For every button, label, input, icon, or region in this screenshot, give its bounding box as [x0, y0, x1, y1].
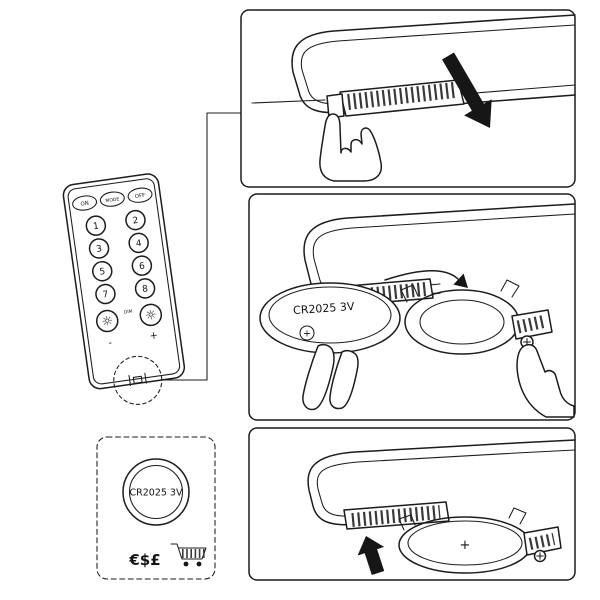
remote-button-5 — [92, 260, 113, 282]
insert-arrowhead — [453, 273, 468, 288]
power-off-button — [127, 187, 153, 203]
remote-corner-inner-outline — [312, 213, 576, 293]
tray-latch — [326, 93, 345, 119]
button-8-label: 8 — [142, 284, 149, 295]
battery-holder — [400, 279, 553, 355]
mode-button — [99, 191, 125, 207]
tray-clip — [508, 507, 527, 525]
button-1-label: 1 — [92, 222, 99, 233]
cart-basket — [170, 543, 207, 560]
remote-button-8 — [134, 278, 156, 299]
battery-tray: + — [398, 507, 562, 574]
finger-icon — [302, 343, 335, 411]
brightness-down-dial — [95, 309, 119, 333]
cart-wheel — [196, 561, 202, 567]
pull-direction-arrow — [442, 52, 492, 128]
battery-door-ticks — [128, 372, 147, 386]
button-5-label: 5 — [99, 267, 106, 278]
mode-label: MODE — [105, 196, 120, 204]
remote-button-7 — [95, 283, 116, 305]
step-2-border — [248, 193, 576, 421]
power-on-label: ON — [80, 201, 89, 208]
dim-plus-label: + — [149, 330, 159, 342]
step-1-panel — [240, 9, 576, 188]
remote-corner-outline — [291, 14, 576, 114]
tray-rim — [407, 520, 523, 566]
button-3-label: 3 — [96, 244, 103, 255]
polarity-ring — [299, 325, 315, 341]
brightness-icon: ☼ — [101, 314, 115, 330]
tab-hatch — [528, 533, 556, 550]
battery-door-latch — [132, 375, 143, 384]
remote-dim-dials: ☼ ☼ DIM - + — [95, 303, 163, 349]
step-3-border — [248, 427, 576, 581]
remote-top-buttons: ON MODE OFF — [72, 187, 153, 211]
button-4-label: 4 — [135, 239, 142, 250]
remote-illustration: ON MODE OFF 1 2 3 4 5 6 7 8 ☼ ☼ — [62, 173, 186, 405]
remote-button-2 — [125, 209, 146, 231]
step-3-panel: + — [248, 427, 576, 581]
cart-wheel — [183, 561, 189, 567]
tab-hatch — [516, 314, 548, 334]
brightness-up-dial — [139, 303, 163, 327]
remote-corner-inner-outline — [316, 449, 576, 517]
step-1-border — [240, 9, 576, 188]
remote-button-6 — [131, 255, 153, 276]
currency-label: €$£ — [128, 551, 160, 569]
pointing-hand-icon — [516, 343, 575, 418]
insert-direction-arrow — [384, 270, 459, 281]
remote-body-inner-outline — [67, 178, 181, 385]
step-2-panel: CR2025 3V + — [248, 193, 576, 421]
remote-button-3 — [88, 238, 110, 259]
brightness-icon: ☼ — [144, 308, 158, 324]
holder-recess — [419, 299, 505, 345]
finger-icon — [329, 349, 359, 410]
battery-model-label: CR2025 3V — [130, 488, 183, 499]
holder-clip — [400, 284, 419, 303]
tray-hatch — [347, 82, 455, 110]
dim-minus-label: - — [108, 338, 113, 349]
dim-label: DIM — [124, 308, 133, 315]
battery-purchase-note: CR2025 3V €$£ — [96, 436, 216, 580]
dashed-circle — [113, 355, 163, 405]
polarity-label: + — [460, 538, 471, 553]
battery-compartment-highlight — [113, 355, 163, 405]
latch-pointer-line — [251, 99, 326, 104]
screw-cross — [536, 552, 544, 560]
remote-button-4 — [128, 232, 149, 254]
polarity-label: + — [303, 329, 311, 340]
holder-clip — [500, 279, 520, 298]
button-6-label: 6 — [138, 261, 145, 272]
button-2-label: 2 — [132, 216, 139, 227]
dashed-box — [96, 436, 216, 580]
pointing-hand-icon — [319, 113, 383, 182]
coin-battery: CR2025 3V + — [259, 282, 401, 354]
power-off-label: OFF — [135, 193, 146, 200]
button-7-label: 7 — [102, 290, 109, 301]
holder-tab — [511, 309, 553, 340]
coin-battery-rim — [128, 464, 184, 520]
shopping-cart-icon — [170, 543, 207, 567]
callout-connector-line — [161, 112, 242, 381]
remote-corner-outline — [307, 439, 576, 526]
power-on-button — [72, 195, 98, 211]
remote-button-1 — [85, 215, 107, 236]
tray-clip — [398, 514, 416, 531]
battery-model-label: CR2025 3V — [293, 300, 356, 317]
coin-battery-rim — [268, 286, 392, 344]
coin-battery-outline — [122, 458, 190, 526]
reinsert-direction-arrow — [357, 536, 385, 575]
remote-number-pad: 1 2 3 4 5 6 7 8 — [85, 209, 156, 305]
